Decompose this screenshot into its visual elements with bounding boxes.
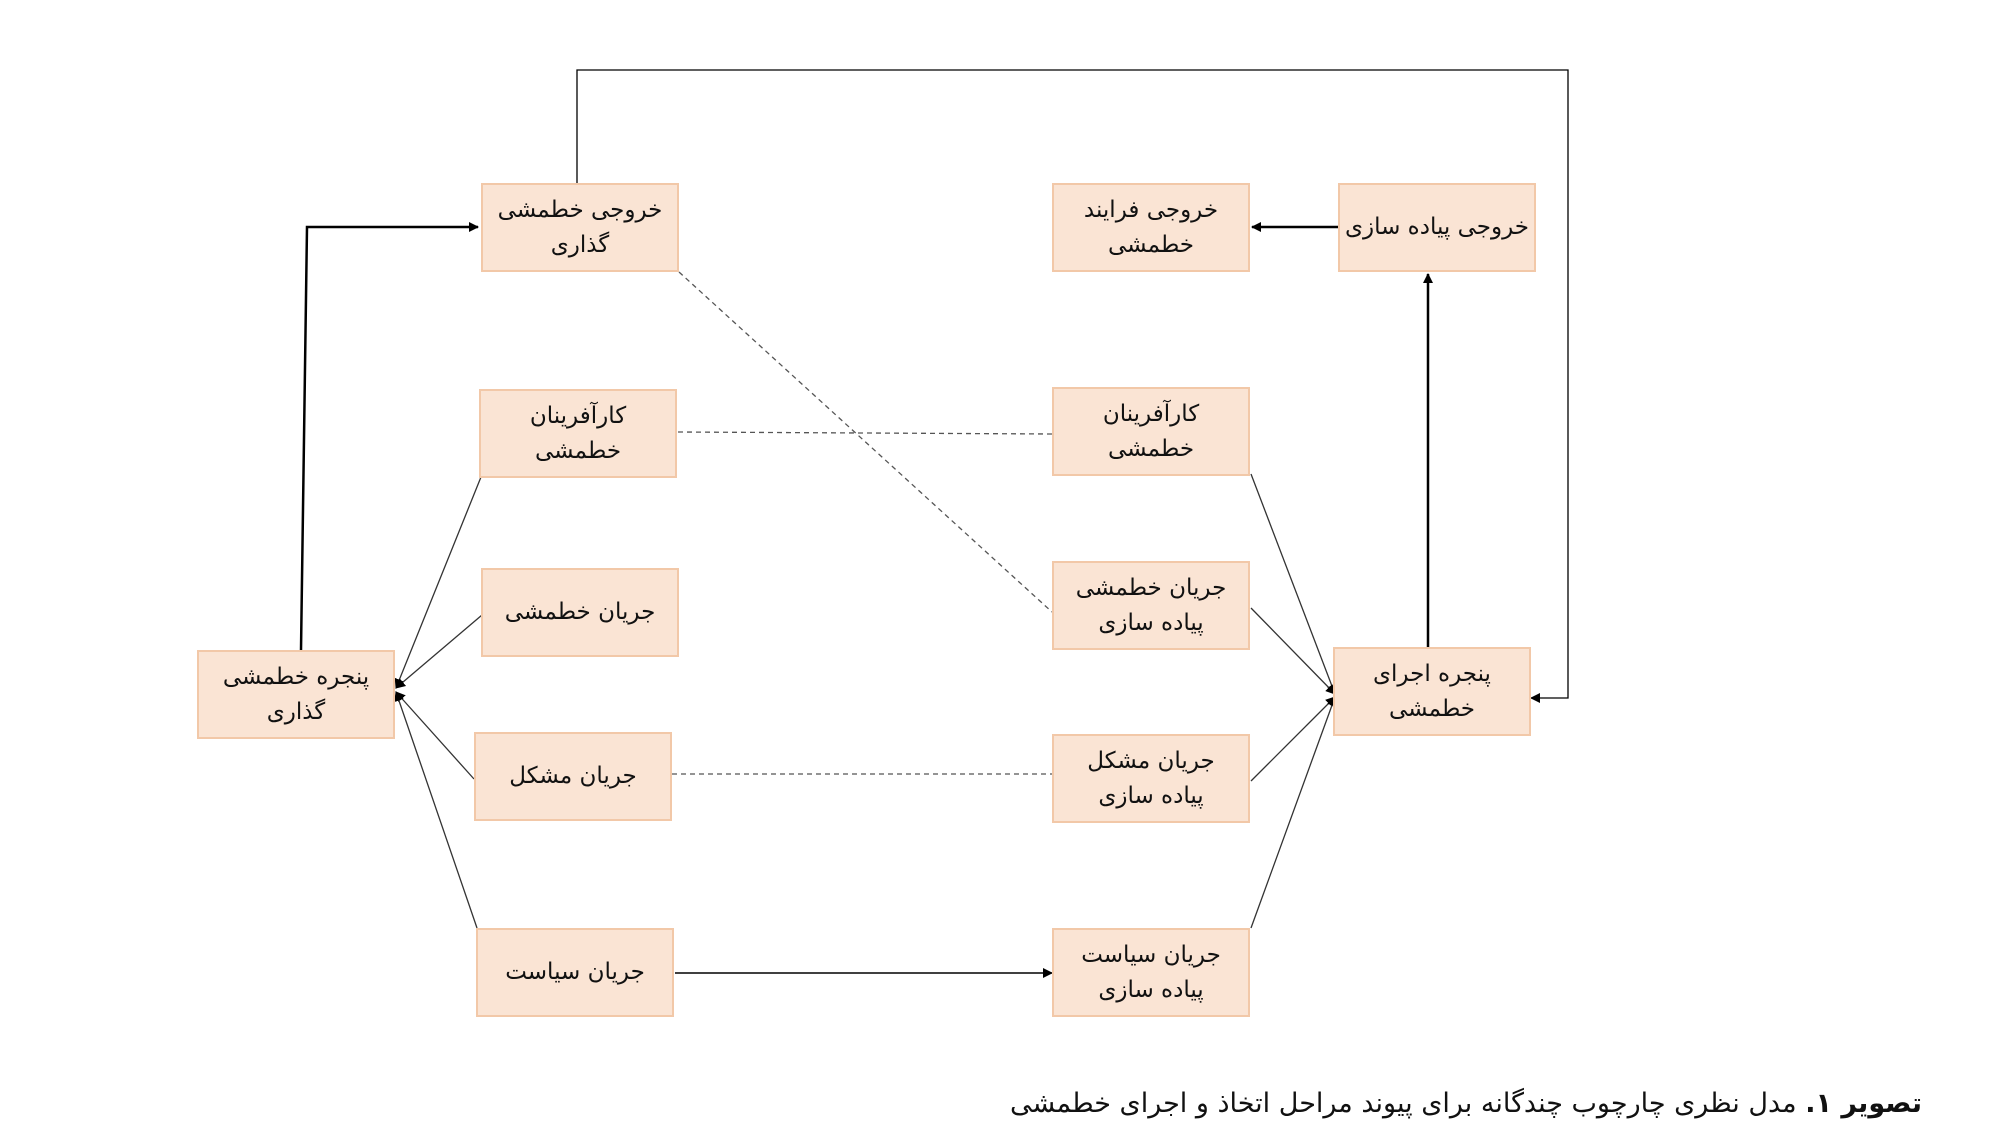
edge-policy-impl-to-execution-window: [1250, 607, 1336, 695]
edge-politics-stream-to-policy-window: [394, 691, 478, 929]
node-problem-stream-impl: جریان مشکل پیاده سازی: [1052, 734, 1250, 823]
node-policy-stream-impl: جریان خطمشی پیاده سازی: [1052, 561, 1250, 650]
edge-problem-impl-to-execution-window: [1250, 696, 1336, 782]
figure-caption: تصویر ۱. مدل نظری چارچوب چندگانه برای پی…: [1010, 1088, 1922, 1119]
node-execution-window: پنجره اجرای خطمشی: [1333, 647, 1531, 736]
caption-label: تصویر ۱.: [1805, 1088, 1922, 1119]
node-policy-window: پنجره خطمشی گذاری: [197, 650, 395, 739]
node-entrepreneurs-left: کارآفرینان خطمشی: [479, 389, 677, 478]
arrow-policy-output-to-execution-window: [576, 69, 1569, 703]
node-problem-stream: جریان مشکل: [474, 732, 672, 821]
node-policy-output: خروجی خطمشی گذاری: [481, 183, 679, 272]
node-process-output: خروجی فرایند خطمشی: [1052, 183, 1250, 272]
dashed-link-policy-output-to-policy-impl: [678, 271, 1053, 613]
node-entrepreneurs-right: کارآفرینان خطمشی: [1052, 387, 1250, 476]
edge-politics-impl-to-execution-window: [1250, 696, 1337, 929]
edge-entrepreneurs-to-policy-window: [394, 476, 482, 689]
dashed-link-entrepreneurs: [677, 431, 1053, 435]
edge-entrepreneurs-impl-to-execution-window: [1250, 473, 1337, 695]
node-implementation-output: خروجی پیاده سازی: [1338, 183, 1536, 272]
node-policy-stream: جریان خطمشی: [481, 568, 679, 657]
caption-text: مدل نظری چارچوب چندگانه برای پیوند مراحل…: [1009, 1088, 1806, 1119]
node-politics-stream-impl: جریان سیاست پیاده سازی: [1052, 928, 1250, 1017]
edge-problem-stream-to-policy-window: [395, 691, 475, 780]
node-politics-stream: جریان سیاست: [476, 928, 674, 1017]
arrow-policy-window-to-policy-output: [299, 222, 479, 651]
edge-policy-stream-to-policy-window: [395, 614, 483, 689]
